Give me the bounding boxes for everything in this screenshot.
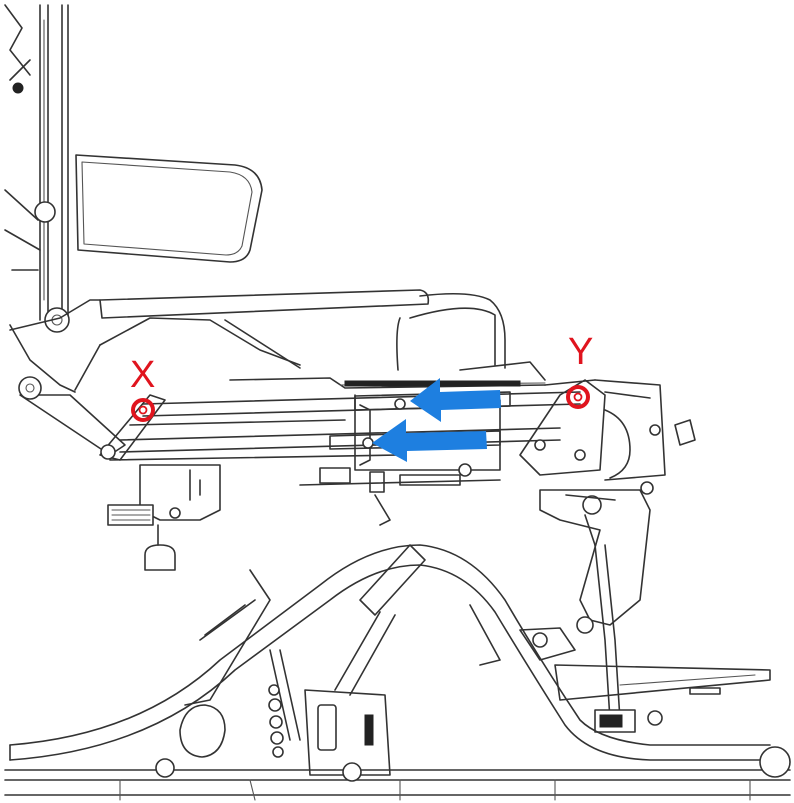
pivot-marker-y	[566, 385, 590, 409]
pivot-marker-x	[131, 398, 155, 422]
armrest	[99, 289, 506, 371]
base-frame	[4, 544, 791, 801]
upper-arrow	[410, 378, 501, 422]
seat-clamp	[107, 464, 221, 571]
label-y: Y	[568, 331, 593, 373]
backrest	[4, 4, 70, 333]
lever-assembly	[539, 489, 663, 733]
movement-arrows	[372, 378, 501, 462]
lateral-pad	[75, 154, 263, 263]
footrest	[554, 664, 771, 701]
tilt-plate	[519, 379, 696, 495]
seat-frame	[9, 299, 596, 461]
base-actuators	[155, 544, 576, 782]
center-mechanism	[299, 394, 501, 526]
actuator-rods	[99, 391, 581, 461]
lower-arrow	[372, 419, 487, 462]
label-x: X	[130, 354, 155, 396]
